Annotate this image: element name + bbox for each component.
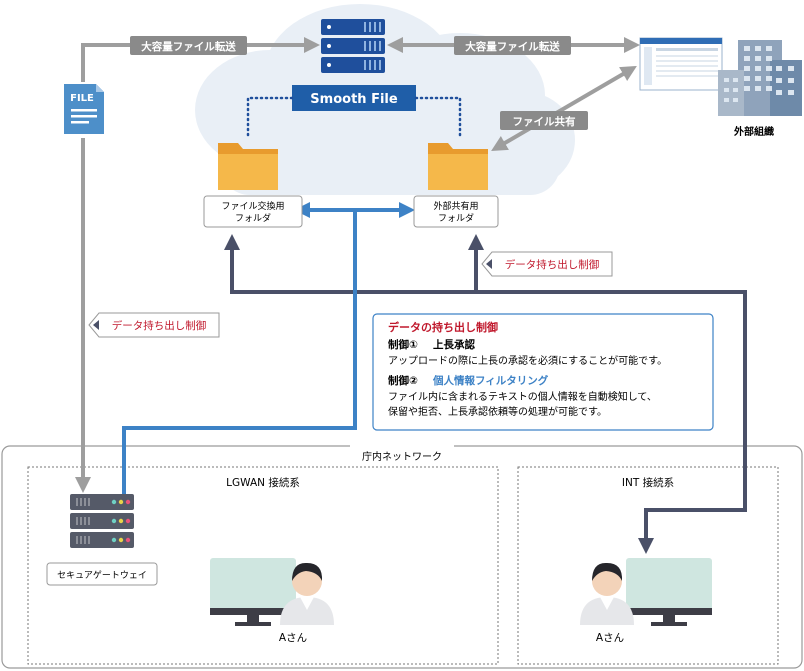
callout-c1-head: 制御①: [388, 338, 418, 351]
user-icon-right: [580, 562, 634, 625]
buildings-icon: [718, 40, 802, 116]
callout-title: データの持ち出し制御: [388, 320, 498, 334]
data-control-tag-right-text: データ持ち出し制御: [505, 258, 600, 271]
callout-box: [372, 313, 714, 431]
network-label-bg: [350, 440, 454, 454]
data-control-tag-left-text: データ持ち出し制御: [112, 319, 207, 332]
arrow-external-to-shared-folder: [491, 65, 637, 152]
callout-c2-head: 制御②: [388, 374, 418, 387]
folder-icon-exchange: [218, 143, 278, 190]
file-icon-label: FILE: [70, 93, 94, 104]
callout-c1-body: アップロードの際に上長の承認を必須にすることが可能です。: [388, 354, 667, 367]
gateway-label-box: [46, 562, 158, 586]
folder-icon-shared: [428, 143, 488, 190]
folder-exchange-label-1: ファイル交換用: [221, 200, 284, 212]
file-document-icon: [64, 84, 104, 134]
callout-c1-title: 上長承認: [433, 338, 475, 351]
dotted-right: [414, 96, 462, 140]
monitor-icon-left: [210, 558, 296, 626]
smoothfile-logo-text: Smooth File: [310, 92, 398, 107]
network-label: 庁内ネットワーク: [362, 450, 442, 463]
gateway-label: セキュアゲートウェイ: [57, 569, 147, 581]
user-icon-left: [280, 562, 334, 625]
pill-file-share-text: ファイル共有: [513, 115, 576, 128]
folder-shared-label-box: [413, 195, 499, 228]
callout-c2-body-2: 保留や拒否、上長承認依頼等の処理が可能です。: [388, 405, 607, 418]
pill-transfer-right-text: 大容量ファイル転送: [465, 40, 560, 53]
lgwan-box: [27, 466, 499, 665]
folder-shared-label-2: フォルダ: [438, 212, 474, 224]
user-right-label: Aさん: [596, 632, 624, 644]
gateway-server-icon: [70, 494, 134, 548]
arrow-blue-gateway: [122, 212, 357, 497]
callout-c2-body-1: ファイル内に含まれるテキストの個人情報を自動検知して、: [388, 390, 657, 403]
pill-transfer-left-text: 大容量ファイル転送: [141, 40, 236, 53]
smoothfile-server-icon: [321, 19, 385, 73]
folder-exchange-label-box: [203, 195, 303, 228]
pill-file-share: [500, 111, 588, 130]
external-org-label: 外部組織: [733, 125, 774, 138]
smoothfile-logo: [292, 85, 416, 111]
pill-transfer-left: [130, 36, 247, 55]
callout-c2-title: 個人情報フィルタリング: [432, 374, 549, 387]
folder-exchange-label-2: フォルダ: [235, 212, 271, 224]
folder-shared-label-1: 外部共有用: [433, 200, 478, 212]
dotted-left: [246, 96, 294, 140]
data-control-tag-right: [481, 251, 613, 277]
browser-window-icon: [639, 37, 723, 91]
lgwan-label: LGWAN 接続系: [226, 476, 300, 489]
data-control-tag-left: [88, 312, 220, 338]
pill-transfer-right: [454, 36, 571, 55]
monitor-icon-right: [626, 558, 712, 626]
int-box: [517, 466, 779, 665]
user-left-label: Aさん: [279, 632, 307, 644]
int-label: INT 接続系: [622, 476, 674, 489]
